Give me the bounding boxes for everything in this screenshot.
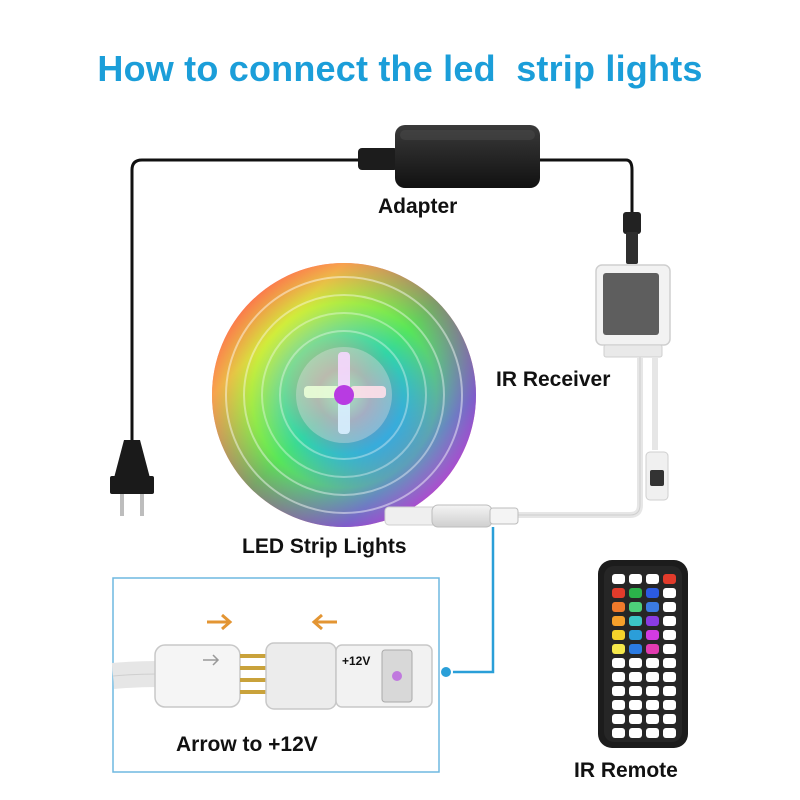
- ir-remote-label: IR Remote: [574, 759, 678, 782]
- remote-button: [629, 616, 642, 626]
- remote-button: [646, 658, 659, 668]
- remote-button: [629, 644, 642, 654]
- page-title: How to connect the led strip lights: [97, 48, 703, 89]
- remote-button: [663, 574, 676, 584]
- remote-button: [646, 574, 659, 584]
- remote-button: [612, 686, 625, 696]
- ir-remote: [598, 560, 688, 748]
- remote-button: [646, 672, 659, 682]
- remote-button: [612, 574, 625, 584]
- remote-button: [663, 630, 676, 640]
- remote-button: [663, 672, 676, 682]
- remote-button: [663, 686, 676, 696]
- adapter: [358, 125, 540, 188]
- remote-button: [646, 714, 659, 724]
- remote-button: [663, 602, 676, 612]
- remote-button: [612, 630, 625, 640]
- adapter-label: Adapter: [378, 195, 458, 218]
- remote-button: [646, 588, 659, 598]
- strip-connector: [384, 504, 519, 528]
- remote-button: [629, 602, 642, 612]
- ir-receiver: [490, 264, 671, 518]
- power-cable: [130, 158, 641, 445]
- remote-button: [663, 644, 676, 654]
- remote-button: [612, 728, 625, 738]
- remote-button: [663, 588, 676, 598]
- remote-button: [612, 602, 625, 612]
- remote-button: [663, 728, 676, 738]
- remote-button: [612, 700, 625, 710]
- orange-arrows: [207, 613, 337, 631]
- remote-button: [646, 728, 659, 738]
- wall-plug: [110, 440, 154, 516]
- remote-button: [663, 700, 676, 710]
- remote-button: [629, 658, 642, 668]
- remote-button: [612, 616, 625, 626]
- remote-button: [646, 686, 659, 696]
- led-reel: [212, 263, 476, 527]
- remote-button: [663, 616, 676, 626]
- remote-button: [629, 574, 642, 584]
- remote-button: [663, 714, 676, 724]
- remote-button: [612, 588, 625, 598]
- detail-box: [111, 577, 440, 773]
- ir-receiver-label: IR Receiver: [496, 368, 611, 391]
- voltage-label: +12V: [342, 654, 371, 668]
- remote-button: [612, 644, 625, 654]
- led-strip-label: LED Strip Lights: [242, 535, 407, 558]
- remote-button: [646, 700, 659, 710]
- remote-button: [629, 630, 642, 640]
- remote-button: [629, 672, 642, 682]
- remote-button: [646, 616, 659, 626]
- dc-jack: [623, 212, 641, 234]
- remote-button: [663, 658, 676, 668]
- remote-button: [629, 728, 642, 738]
- arrow-label: Arrow to +12V: [176, 733, 318, 756]
- remote-button: [612, 672, 625, 682]
- remote-button: [629, 588, 642, 598]
- remote-button: [646, 630, 659, 640]
- remote-button: [612, 658, 625, 668]
- remote-button: [646, 644, 659, 654]
- remote-button: [646, 602, 659, 612]
- remote-button: [612, 714, 625, 724]
- callout-line: [439, 527, 495, 679]
- remote-button: [629, 700, 642, 710]
- remote-button: [629, 686, 642, 696]
- remote-button: [629, 714, 642, 724]
